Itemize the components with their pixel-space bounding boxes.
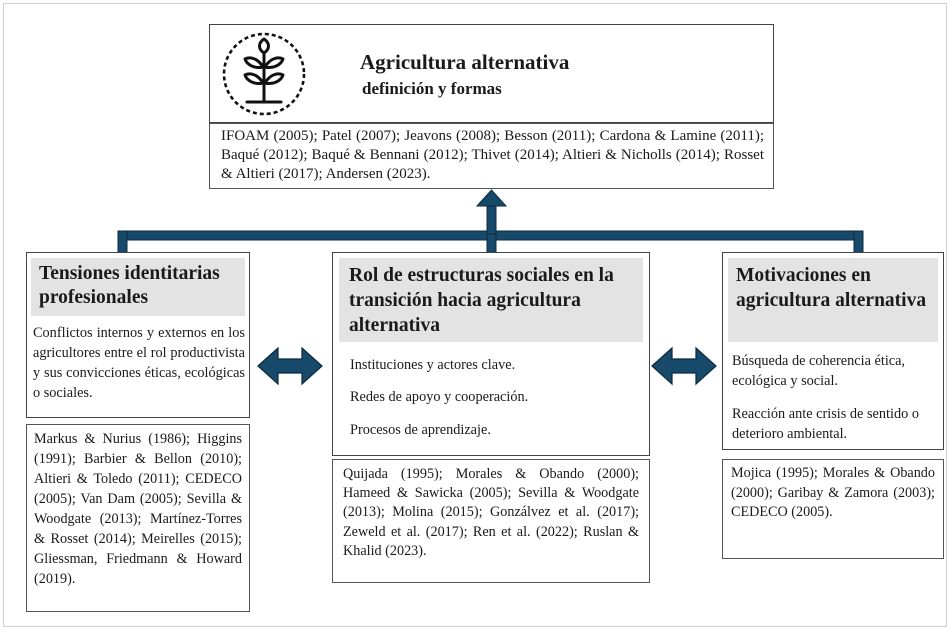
center-item-1: Instituciones y actores clave. (350, 357, 516, 373)
top-references: IFOAM (2005); Patel (2007); Jeavons (200… (209, 123, 774, 189)
left-title: Tensiones identitarias profesionales (39, 263, 220, 308)
plant-sprout-icon (222, 32, 306, 116)
left-references-text: Markus & Nurius (1986); Higgins (1991); … (34, 431, 242, 587)
right-title: Motivaciones en agricultura alternativa (736, 265, 927, 311)
double-arrow-left-icon (257, 346, 323, 386)
center-header: Rol de estructuras sociales en la transi… (339, 258, 643, 342)
center-item-2: Redes de apoyo y cooperación. (350, 389, 529, 405)
right-item-2: Reacción ante crisis de sentido o deteri… (732, 406, 919, 442)
main-subtitle: definición y formas (362, 79, 502, 98)
left-references: Markus & Nurius (1986); Higgins (1991); … (26, 424, 250, 612)
top-title-box (209, 24, 774, 123)
right-references-text: Mojica (1995); Morales & Obando (2000); … (731, 465, 935, 520)
connector-right-drop (853, 230, 864, 254)
left-body: Conflictos internos y externos en los ag… (33, 323, 245, 403)
center-references-text: Quijada (1995); Morales & Obando (2000);… (343, 466, 639, 559)
main-title: Agricultura alternativa (360, 50, 570, 74)
center-title: Rol de estructuras sociales en la transi… (349, 265, 614, 336)
connector-left-drop (117, 230, 128, 254)
center-item-3: Procesos de aprendizaje. (350, 422, 491, 438)
right-item-1: Búsqueda de coherencia ética, ecológica … (732, 353, 906, 389)
left-body-text: Conflictos internos y externos en los ag… (33, 325, 245, 401)
up-arrow-icon (475, 189, 508, 207)
center-references: Quijada (1995); Morales & Obando (2000);… (332, 459, 650, 583)
right-references: Mojica (1995); Morales & Obando (2000); … (722, 459, 944, 559)
connector-up-shaft (486, 203, 497, 235)
top-references-text: IFOAM (2005); Patel (2007); Jeavons (200… (221, 128, 764, 182)
double-arrow-right-icon (651, 346, 717, 386)
figure-frame (3, 3, 947, 627)
right-header: Motivaciones en agricultura alternativa (728, 258, 938, 342)
left-header: Tensiones identitarias profesionales (31, 258, 245, 316)
